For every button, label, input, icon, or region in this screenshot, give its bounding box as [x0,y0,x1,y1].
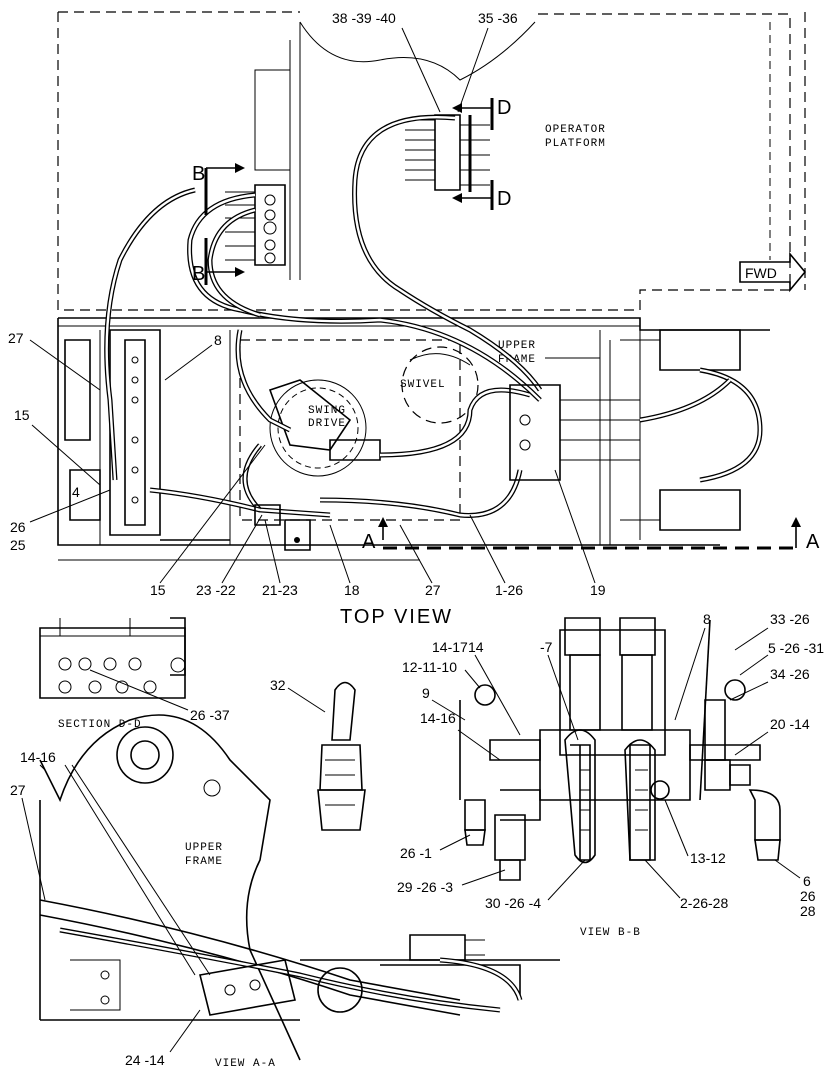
drive-label: DRIVE [308,418,346,430]
section-d-markers: D D [452,97,511,210]
callout-15-bottom: 15 [150,582,166,598]
callout-7: -7 [540,639,553,655]
top-view-callouts: 38 -39 -40 35 -36 27 8 15 4 26 25 15 23 … [8,10,606,598]
view-aa: UPPER FRAME 14-16 27 24 -14 VIEW A-A [10,714,560,1070]
callout-35-36: 35 -36 [478,10,518,26]
swing-drive: SWING DRIVE [268,379,381,477]
callout-32: 32 [270,677,286,693]
callout-8-top: 8 [214,332,222,348]
view-aa-title: VIEW A-A [215,1058,276,1070]
section-b-bottom: B [192,263,205,285]
section-d-top: D [497,97,511,119]
section-a-markers: A A [362,517,820,553]
callout-26: 26 [10,519,26,535]
callout-12-11-10: 12-11-10 [402,659,457,675]
top-view-title: TOP VIEW [340,606,453,628]
callout-14: 14 [468,639,484,655]
section-d-bottom: D [497,188,511,210]
view-bb: 8 14-17 14 -7 12-11-10 9 14-16 33 -26 5 … [397,611,824,939]
callout-2-26-28: 2-26-28 [680,895,728,911]
section-a-left: A [362,531,376,553]
callout-14-16-aa: 14-16 [20,749,56,765]
callout-5-26-31: 5 -26 -31 [768,640,824,656]
upper-frame-aa-label-1: UPPER [185,842,223,854]
callout-9: 9 [422,685,430,701]
callout-4: 4 [72,484,80,500]
callout-24-14: 24 -14 [125,1052,165,1068]
callout-30-26-4: 30 -26 -4 [485,895,541,911]
section-b-markers: B B [192,163,245,285]
joystick: 32 [270,677,366,831]
callout-26-b: 26 [800,888,816,904]
callout-27-top: 27 [8,330,24,346]
callout-29-26-3: 29 -26 -3 [397,879,453,895]
swing-label: SWING [308,405,346,417]
callout-18: 18 [344,582,360,598]
upper-frame-aa-label-2: FRAME [185,856,223,868]
fwd-label: FWD [745,265,777,281]
swivel-label: SWIVEL [400,379,446,391]
callout-21-23: 21-23 [262,582,298,598]
callout-27-aa: 27 [10,782,26,798]
control-valve-right [509,329,763,531]
fwd-arrow: FWD [739,251,807,293]
section-dd-title: SECTION D-D [58,719,142,731]
b-fitting-block [225,184,286,266]
upper-frame-label-1: UPPER [498,340,536,352]
section-dd: SECTION D-D 26 -37 [39,617,230,731]
callout-28: 28 [800,903,816,919]
swivel: SWIVEL [400,346,479,424]
callout-20-14: 20 -14 [770,716,810,732]
callout-23-22: 23 -22 [196,582,236,598]
top-view: FWD SWING DRIVE [8,10,820,628]
callout-6: 6 [803,873,811,889]
callout-26-37: 26 -37 [190,707,230,723]
callout-15-left: 15 [14,407,30,423]
section-a-right: A [806,531,820,553]
callout-27-bottom: 27 [425,582,441,598]
operator-label: OPERATOR [545,124,606,136]
callout-14-17: 14-17 [432,639,468,655]
view-bb-title: VIEW B-B [580,927,641,939]
callout-25: 25 [10,537,26,553]
section-b-top: B [192,163,205,185]
callout-13-12: 13-12 [690,850,726,866]
callout-38-39-40: 38 -39 -40 [332,10,396,26]
callout-14-16-bb: 14-16 [420,710,456,726]
callout-8-bb: 8 [703,611,711,627]
callout-33-26: 33 -26 [770,611,810,627]
pilot-manifold [405,114,490,192]
platform-label: PLATFORM [545,138,606,150]
callout-1-26: 1-26 [495,582,523,598]
callout-26-1: 26 -1 [400,845,432,861]
callout-19: 19 [590,582,606,598]
callout-34-26: 34 -26 [770,666,810,682]
